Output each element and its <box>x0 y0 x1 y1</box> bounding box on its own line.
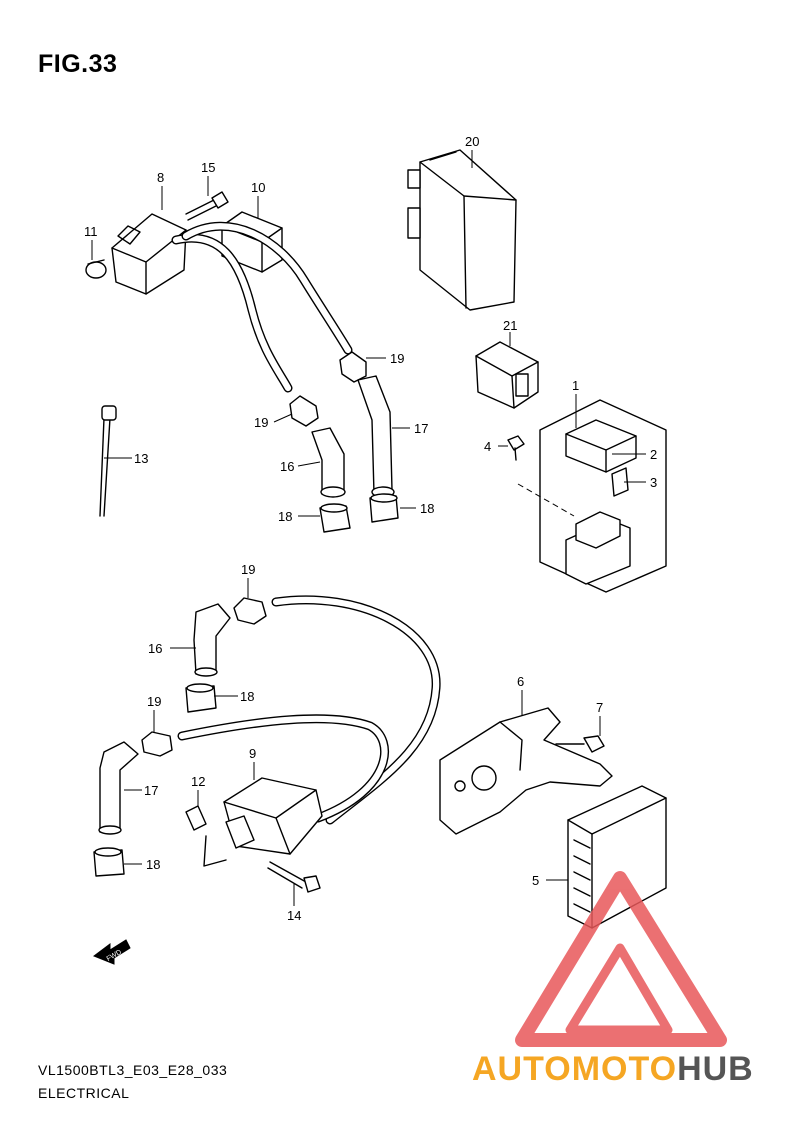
callout-11: 11 <box>84 224 98 239</box>
callout-3: 3 <box>650 475 657 490</box>
callout-20: 20 <box>465 134 479 149</box>
cap-19-lower-upper[interactable] <box>233 597 267 625</box>
callout-15: 15 <box>201 160 215 175</box>
seal-18-lower-upper[interactable] <box>185 683 217 713</box>
leader-lines <box>91 150 646 906</box>
callout-1: 1 <box>572 378 579 393</box>
callout-17-lower: 17 <box>144 783 158 798</box>
callout-19-lower-lower: 19 <box>147 694 161 709</box>
callout-18-upper-right: 18 <box>420 501 434 516</box>
callout-5: 5 <box>532 873 539 888</box>
cap-19-lower-lower[interactable] <box>141 731 173 757</box>
callout-12: 12 <box>191 774 205 789</box>
callout-19-lower-upper: 19 <box>241 562 255 577</box>
plug-cap-16-upper[interactable] <box>311 427 346 498</box>
callout-9: 9 <box>249 746 256 761</box>
bracket-6[interactable] <box>439 707 613 835</box>
ignition-coil-upper[interactable] <box>85 213 187 295</box>
bolt-15[interactable] <box>185 191 229 221</box>
callout-16-upper: 16 <box>280 459 294 474</box>
section-name: ELECTRICAL <box>38 1085 130 1101</box>
callout-10: 10 <box>251 180 265 195</box>
callout-18-lower-upper: 18 <box>240 689 254 704</box>
callout-21: 21 <box>503 318 517 333</box>
plug-cap-17-lower[interactable] <box>98 741 139 835</box>
bolt-4[interactable] <box>507 435 525 461</box>
watermark-text: AUTOMOTOHUB <box>472 1050 754 1089</box>
seal-18-lower-lower[interactable] <box>93 847 125 877</box>
callout-6: 6 <box>517 674 524 689</box>
seal-18-upper-right[interactable] <box>369 493 399 523</box>
starter-relay-box-1[interactable] <box>517 399 667 593</box>
connector-21[interactable] <box>475 341 539 409</box>
bolt-7[interactable] <box>555 735 605 753</box>
cap-12[interactable] <box>185 805 207 831</box>
callout-13: 13 <box>134 451 148 466</box>
model-code: VL1500BTL3_E03_E28_033 <box>38 1062 228 1078</box>
seal-18-upper-left[interactable] <box>319 503 351 533</box>
ignition-coil-9[interactable] <box>203 777 323 867</box>
cap-19-upper-left[interactable] <box>289 395 319 427</box>
plug-cap-17-upper[interactable] <box>357 375 395 498</box>
fwd-arrow-icon: FWD <box>92 939 131 965</box>
cap-19-upper-right[interactable] <box>339 351 367 383</box>
callout-7: 7 <box>596 700 603 715</box>
callout-4: 4 <box>484 439 491 454</box>
watermark-logo <box>515 871 727 1047</box>
regulator-rectifier-5[interactable] <box>567 785 667 929</box>
callout-18-lower-lower: 18 <box>146 857 160 872</box>
callout-14: 14 <box>287 908 301 923</box>
callout-8: 8 <box>157 170 164 185</box>
callout-16-lower: 16 <box>148 641 162 656</box>
figure-title: FIG.33 <box>38 50 118 78</box>
plug-cap-16-lower[interactable] <box>193 603 231 677</box>
ecm-unit-20[interactable] <box>407 149 517 311</box>
callout-2: 2 <box>650 447 657 462</box>
callout-18-upper-left: 18 <box>278 509 292 524</box>
cable-tie-13[interactable] <box>99 405 117 517</box>
bolt-14[interactable] <box>267 861 321 893</box>
callout-19-upper-left: 19 <box>254 415 268 430</box>
callout-19-upper-right: 19 <box>390 351 404 366</box>
watermark-text-part2: HUB <box>677 1050 754 1088</box>
callout-17-upper: 17 <box>414 421 428 436</box>
watermark-text-part1: AUTOMOTO <box>472 1050 678 1088</box>
